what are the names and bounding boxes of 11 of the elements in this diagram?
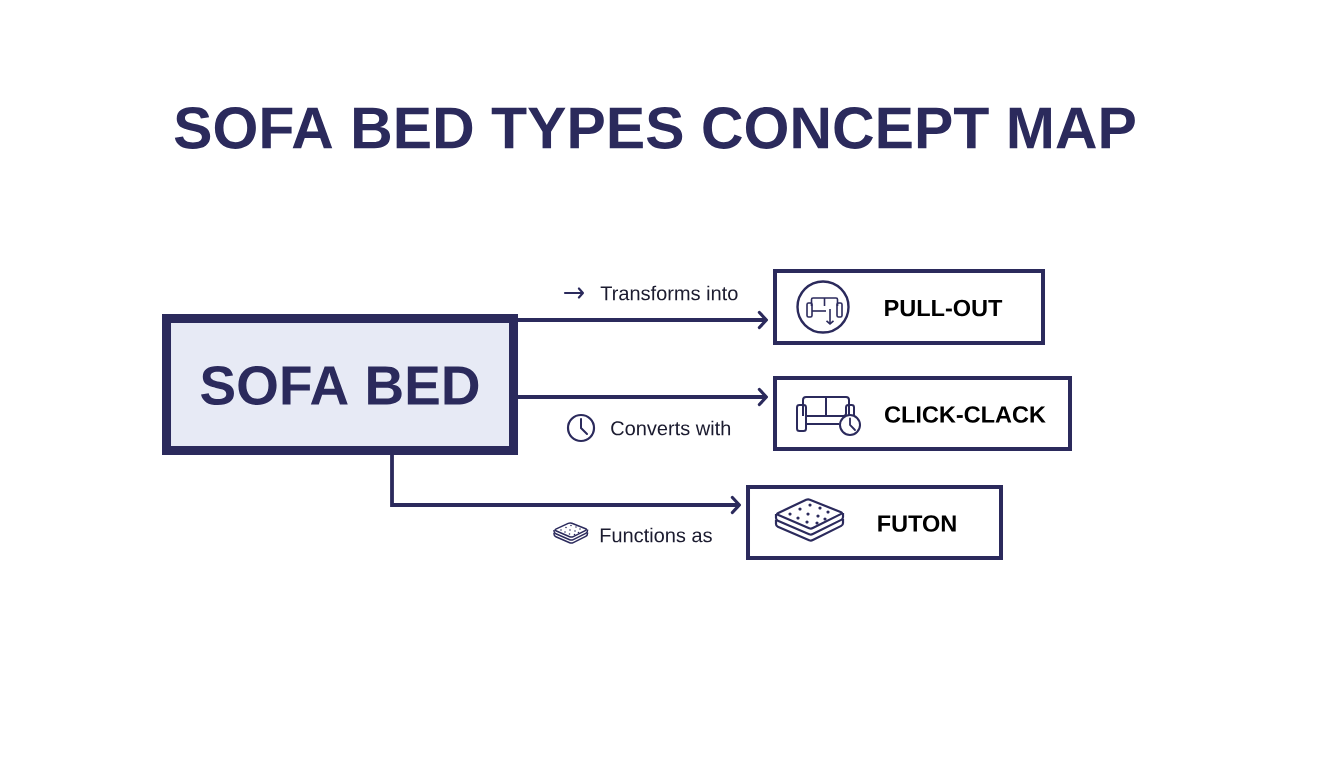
type-box: CLICK-CLACK [773, 376, 1072, 451]
arrow [518, 310, 768, 330]
title: SOFA BED TYPES CONCEPT MAP [174, 107, 1135, 149]
type-box: FUTON [746, 485, 1003, 560]
concept-box: SOFA BED [162, 314, 518, 455]
edge-label: Converts with [611, 420, 730, 436]
edge-label: Functions as [600, 527, 712, 543]
arrow [518, 387, 768, 407]
arrow [390, 455, 741, 515]
type-box: PULL-OUT [773, 269, 1045, 345]
edge-label: Transforms into [600, 285, 738, 301]
